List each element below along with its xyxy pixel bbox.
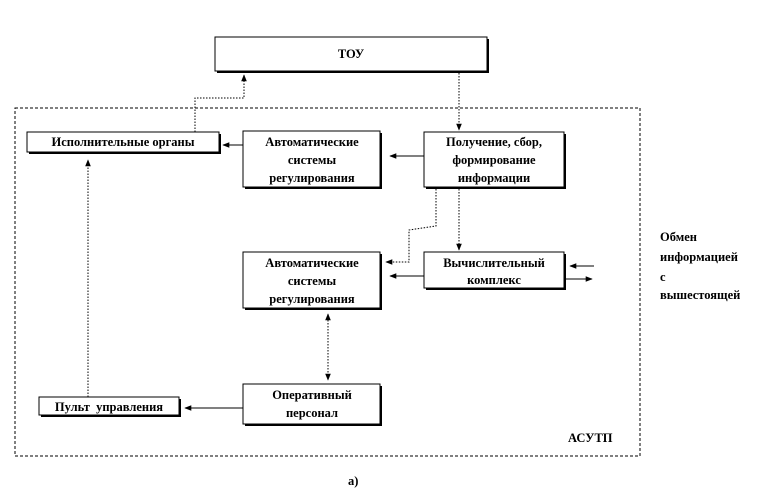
- exchange-note-line-2: информацией: [660, 250, 738, 264]
- executive-organs-box: Исполнительные органы: [26, 131, 221, 154]
- auto-regulation-top-box: Автоматические системы регулирования: [242, 130, 382, 189]
- auto-regulation-mid-line-2: системы: [288, 274, 337, 288]
- info-collection-line-3: информации: [458, 171, 530, 185]
- control-panel-box: Пульт управления: [38, 396, 181, 417]
- exchange-note-line-4: вышестоящей: [660, 288, 740, 302]
- asutp-label: АСУТП: [568, 431, 613, 445]
- exchange-note: Обмен информацией с вышестоящей: [660, 230, 740, 302]
- auto-regulation-mid-box: Автоматические системы регулирования: [242, 251, 382, 310]
- info-collection-line-2: формирование: [452, 153, 536, 167]
- exchange-note-line-1: Обмен: [660, 230, 697, 244]
- computing-complex-box: Вычислительный комплекс: [423, 251, 566, 290]
- operative-staff-line-1: Оперативный: [272, 388, 352, 402]
- auto-regulation-top-line-2: системы: [288, 153, 337, 167]
- info-collection-line-1: Получение, сбор,: [446, 135, 542, 149]
- tou-label: ТОУ: [338, 47, 364, 61]
- asutp-frame: [14, 107, 641, 457]
- arrow-collection-to-asr-mid: [385, 189, 437, 265]
- auto-regulation-mid-line-3: регулирования: [269, 292, 355, 306]
- figure-caption: а): [348, 474, 358, 488]
- exchange-note-line-3: с: [660, 270, 666, 284]
- info-collection-box: Получение, сбор, формирование информации: [423, 131, 566, 189]
- control-panel-label: Пульт управления: [55, 400, 163, 414]
- auto-regulation-mid-line-1: Автоматические: [265, 256, 359, 270]
- tou-box: ТОУ: [214, 36, 489, 73]
- executive-organs-label: Исполнительные органы: [51, 135, 194, 149]
- auto-regulation-top-line-3: регулирования: [269, 171, 355, 185]
- computing-complex-line-1: Вычислительный: [443, 256, 545, 270]
- computing-complex-line-2: комплекс: [467, 273, 521, 287]
- auto-regulation-top-line-1: Автоматические: [265, 135, 359, 149]
- operative-staff-box: Оперативный персонал: [242, 383, 382, 426]
- arrow-executive-to-tou: [194, 74, 247, 132]
- operative-staff-line-2: персонал: [286, 406, 338, 420]
